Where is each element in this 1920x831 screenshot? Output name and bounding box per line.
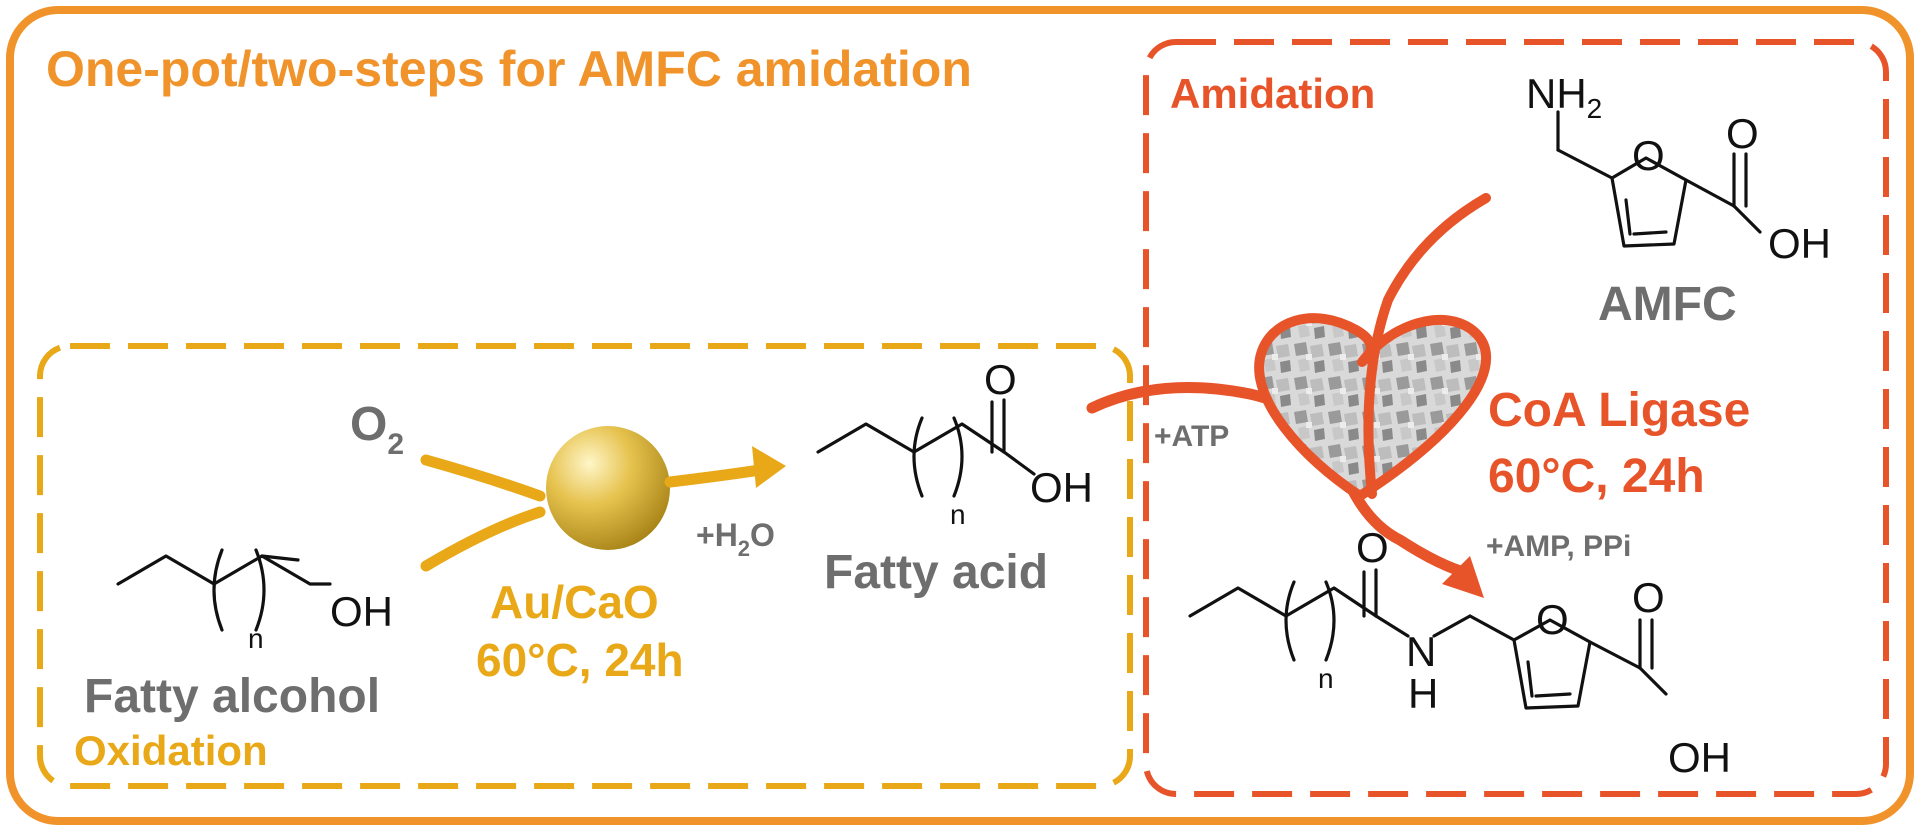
- catalyst-conditions: 60°C, 24h: [476, 634, 684, 686]
- alcohol-inflow-arrow: [420, 506, 546, 572]
- amfc-structure: [1556, 110, 1762, 248]
- enzyme-conditions: 60°C, 24h: [1488, 450, 1705, 503]
- product-ring-o: O: [1536, 596, 1569, 643]
- amfc-inflow-arrow: [1363, 193, 1491, 499]
- amidation-label: Amidation: [1170, 70, 1375, 117]
- enzyme-name: CoA Ligase: [1488, 384, 1750, 437]
- amfc-ring-o: O: [1632, 132, 1665, 179]
- fatty-acid-label: Fatty acid: [824, 546, 1048, 599]
- fatty-acid-n: n: [950, 499, 966, 530]
- amfc-nh2: NH2: [1526, 70, 1602, 124]
- fatty-alcohol-structure: [116, 548, 332, 632]
- acid-outflow-arrowhead: [752, 446, 786, 488]
- amidation-flow-arrowhead: [1442, 556, 1484, 598]
- amfc-label: AMFC: [1598, 278, 1737, 331]
- fatty-alcohol-n: n: [248, 623, 264, 654]
- water-byproduct: +H2O: [696, 517, 775, 561]
- oxygen-reactant: O2: [350, 398, 404, 461]
- catalyst-name: Au/CaO: [490, 576, 659, 628]
- product-amide-n: N: [1406, 628, 1436, 675]
- product-acid-o: O: [1632, 574, 1665, 621]
- scheme-title: One-pot/two-steps for AMFC amidation: [46, 41, 972, 97]
- atp-cofactor: +ATP: [1154, 420, 1229, 453]
- oxidation-label: Oxidation: [74, 727, 268, 774]
- fatty-alcohol-oh: OH: [330, 588, 393, 635]
- amidation-box: [1143, 39, 1889, 797]
- amidation-byproducts: +AMP, PPi: [1486, 530, 1631, 563]
- acid-outflow-arrow: [664, 464, 766, 488]
- o2-inflow-arrow: [420, 454, 546, 502]
- product-n: n: [1318, 663, 1334, 694]
- product-oh: OH: [1668, 734, 1731, 781]
- amide-product-structure: [1188, 568, 1668, 710]
- product-carbonyl-o: O: [1356, 524, 1389, 571]
- fatty-acid-oh: OH: [1030, 464, 1093, 511]
- fatty-alcohol-label: Fatty alcohol: [84, 670, 380, 723]
- product-amide-h: H: [1408, 670, 1438, 717]
- fatty-acid-o: O: [984, 356, 1017, 403]
- amfc-carbonyl-o: O: [1726, 110, 1759, 157]
- gold-catalyst-sphere: [546, 426, 670, 550]
- amfc-oh: OH: [1768, 220, 1831, 267]
- fatty-acid-structure: [816, 398, 1036, 498]
- outer-frame: [6, 6, 1914, 825]
